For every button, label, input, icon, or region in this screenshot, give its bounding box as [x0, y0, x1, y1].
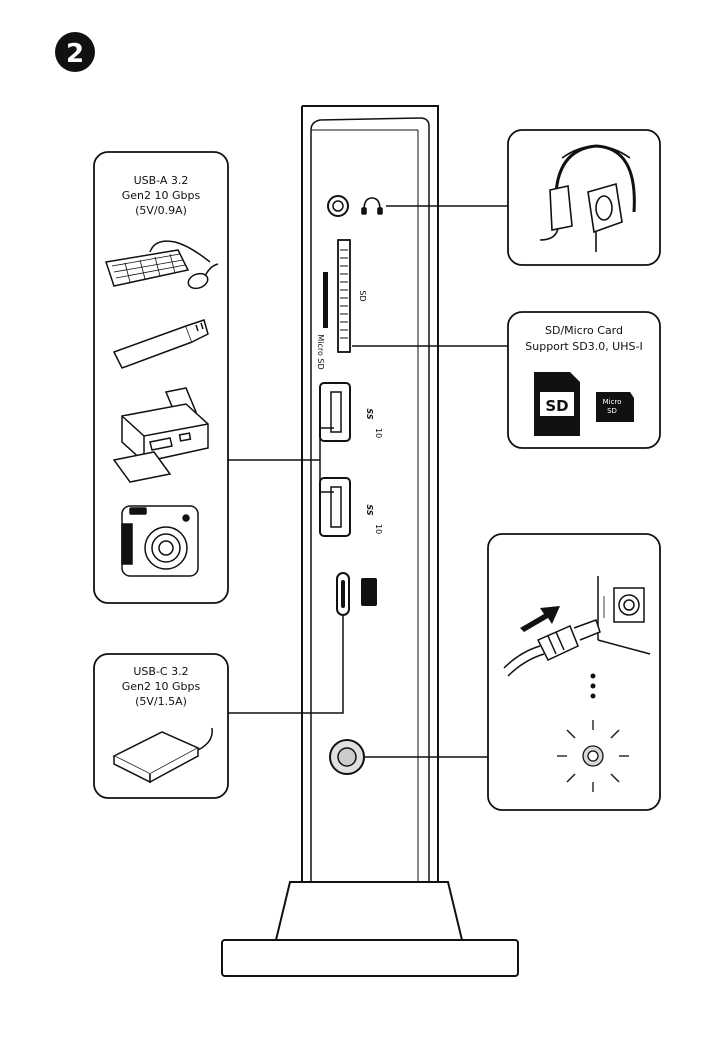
usb-c-title: USB-C 3.2 [133, 665, 188, 678]
microsd-icon-label-2: SD [607, 407, 617, 415]
sd-card-support: Support SD3.0, UHS-I [525, 340, 642, 353]
sd-card-icon-label: SD [545, 397, 568, 415]
usb-a-connector-line [228, 428, 334, 492]
usb-a-devices-panel: USB-A 3.2 Gen2 10 Gbps (5V/0.9A) [94, 152, 228, 603]
usb-ss-logo: SS [365, 504, 374, 515]
usb-c-power: (5V/1.5A) [135, 695, 187, 708]
microsd-card-icon: Micro SD [596, 392, 634, 422]
dc-power-jack [330, 740, 488, 774]
usb-c-ss-logo-icon [361, 578, 377, 606]
sd-card-slot: SD [338, 240, 367, 352]
microsd-slot-label: Micro SD [316, 334, 325, 369]
sd-slot-label: SD [358, 290, 367, 301]
usb-a-port-2: SS 10 [320, 478, 383, 536]
headphone-symbol-icon [362, 198, 382, 214]
usb-c-device-panel: USB-C 3.2 Gen2 10 Gbps (5V/1.5A) [94, 654, 228, 798]
dock-base [222, 882, 518, 976]
usb-a-speed: Gen2 10 Gbps [122, 189, 201, 202]
usb-ss-logo: SS [365, 408, 374, 419]
step-number: 2 [66, 39, 84, 69]
headset-panel [508, 130, 660, 265]
power-panel [488, 534, 660, 810]
usb-a-title: USB-A 3.2 [134, 174, 189, 187]
sd-card-icon: SD [534, 372, 580, 436]
microsd-card-slot: Micro SD [316, 272, 328, 370]
usb-c-speed: Gen2 10 Gbps [122, 680, 201, 693]
camera-icon [122, 506, 198, 576]
sd-card-panel: SD/Micro Card Support SD3.0, UHS-I SD Mi… [508, 312, 660, 448]
step-badge: 2 [55, 32, 95, 72]
usb-a-port-1: SS 10 [320, 383, 383, 441]
usb-ss-speed: 10 [374, 428, 383, 438]
microsd-icon-label-1: Micro [603, 398, 622, 406]
sd-card-title: SD/Micro Card [545, 324, 623, 337]
usb-ss-speed: 10 [374, 524, 383, 534]
usb-a-power: (5V/0.9A) [135, 204, 187, 217]
ellipsis-dots-icon [591, 674, 596, 699]
